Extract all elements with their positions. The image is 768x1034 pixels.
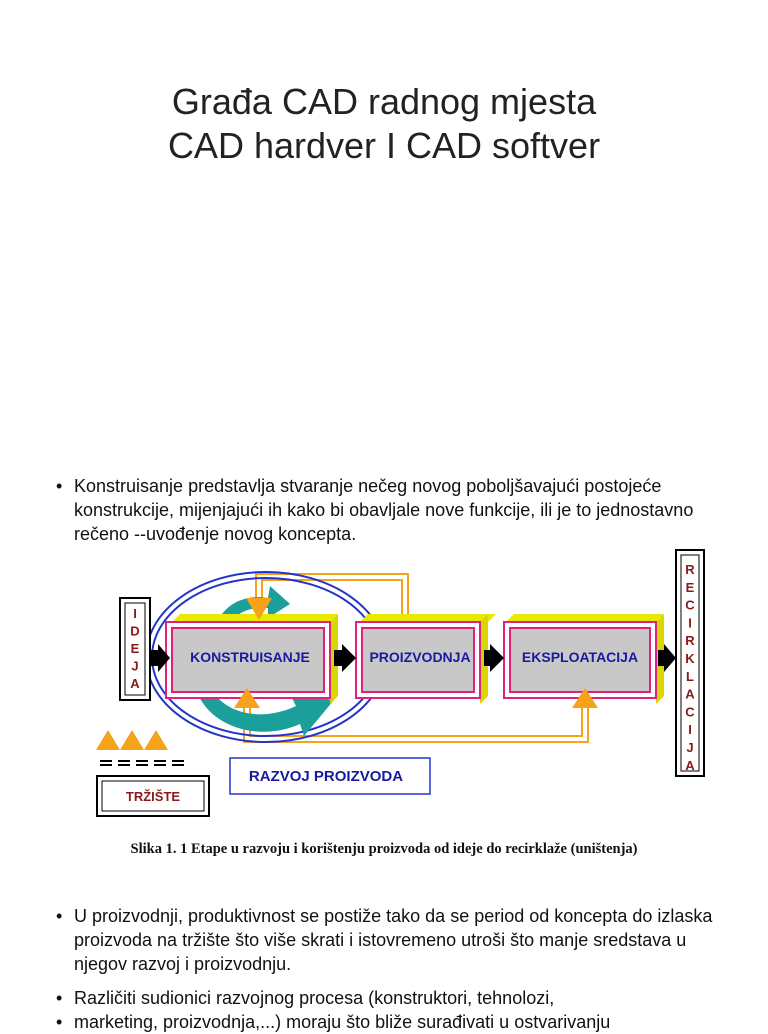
feedback-path-bottom xyxy=(243,708,589,743)
recirklacija-letter: R xyxy=(685,633,695,648)
recirklacija-box xyxy=(675,549,705,777)
bullet-dot: • xyxy=(56,476,63,496)
stage-box-proizvodnja xyxy=(355,614,496,704)
recirklacija-letter: C xyxy=(685,598,695,613)
ideja-letter: I xyxy=(133,606,137,621)
recirklacija-letter: L xyxy=(686,669,694,684)
ideja-letter: J xyxy=(131,659,138,674)
stage-label-proizvodnja: PROIZVODNJA xyxy=(369,649,470,665)
recirklacija-letter: A xyxy=(685,687,695,702)
development-cycle-ellipse xyxy=(145,571,387,743)
bullet-text: Konstruisanje predstavlja stvaranje neče… xyxy=(74,476,694,544)
bullet-dot: • xyxy=(56,906,63,926)
flow-arrows xyxy=(150,644,676,672)
trziste-label: TRŽIŠTE xyxy=(126,789,180,804)
orange-arrowhead-down xyxy=(246,598,272,620)
stage-label-konstruisanje: KONSTRUISANJE xyxy=(190,649,310,665)
recirklacija-letter: J xyxy=(686,740,693,755)
orange-arrowhead-up-right xyxy=(572,688,598,708)
razvoj-proizvoda-label: RAZVOJ PROIZVODA xyxy=(249,768,403,785)
ideja-box xyxy=(119,597,151,701)
stage-box-konstruisanje xyxy=(165,614,338,704)
recirklacija-letter: A xyxy=(685,758,695,773)
teal-cycle-arrow-bottom xyxy=(196,690,334,736)
bullet-item: • U proizvodnji, produktivnost se postiž… xyxy=(56,904,728,976)
title-line-2: CAD hardver I CAD softver xyxy=(167,125,601,166)
bullet-text: U proizvodnji, produktivnost se postiže … xyxy=(74,906,713,974)
recirklacija-letter: I xyxy=(688,615,692,630)
stage-box-eksploatacija xyxy=(503,614,664,704)
market-dashes xyxy=(100,760,184,766)
market-triangles xyxy=(96,730,168,750)
bullet-item: • Različiti sudionici razvojnog procesa … xyxy=(56,986,728,1010)
bullet-dot: • xyxy=(56,988,63,1008)
recirklacija-letter: R xyxy=(685,562,695,577)
teal-cycle-arrow-top xyxy=(214,586,290,632)
bullet-dot: • xyxy=(56,1012,63,1032)
orange-arrowhead-up-left xyxy=(234,688,260,708)
bullet-text: Različiti sudionici razvojnog procesa (k… xyxy=(74,988,555,1008)
recirklacija-letter: C xyxy=(685,704,695,719)
stage-label-eksploatacija: EKSPLOATACIJA xyxy=(522,649,638,665)
ideja-letter: D xyxy=(130,624,139,639)
recirklacija-letter: I xyxy=(688,722,692,737)
trziste-box xyxy=(96,775,210,817)
flow-arrow-proizvodnja xyxy=(484,644,504,672)
bullet-text: marketing, proizvodnja,...) moraju što b… xyxy=(74,1012,611,1032)
recirklacija-letter: K xyxy=(685,651,695,666)
ideja-letter: E xyxy=(131,641,140,656)
bullet-item: • Konstruisanje predstavlja stvaranje ne… xyxy=(56,474,728,546)
flow-arrow-konstruisanje xyxy=(334,644,356,672)
ideja-letter: A xyxy=(130,676,140,691)
feedback-path-top xyxy=(255,573,409,622)
bullet-item: • marketing, proizvodnja,...) moraju što… xyxy=(56,1010,728,1034)
flow-arrow-ideja xyxy=(150,644,170,672)
slide-title: Građa CAD radnog mjesta CAD hardver I CA… xyxy=(0,80,768,168)
title-line-1: Građa CAD radnog mjesta xyxy=(171,81,597,122)
flow-arrow-eksploatacija xyxy=(658,644,676,672)
figure-caption: Slika 1. 1 Etape u razvoju i korištenju … xyxy=(130,841,638,857)
razvoj-proizvoda-box xyxy=(229,757,431,795)
recirklacija-letter: E xyxy=(686,580,695,595)
